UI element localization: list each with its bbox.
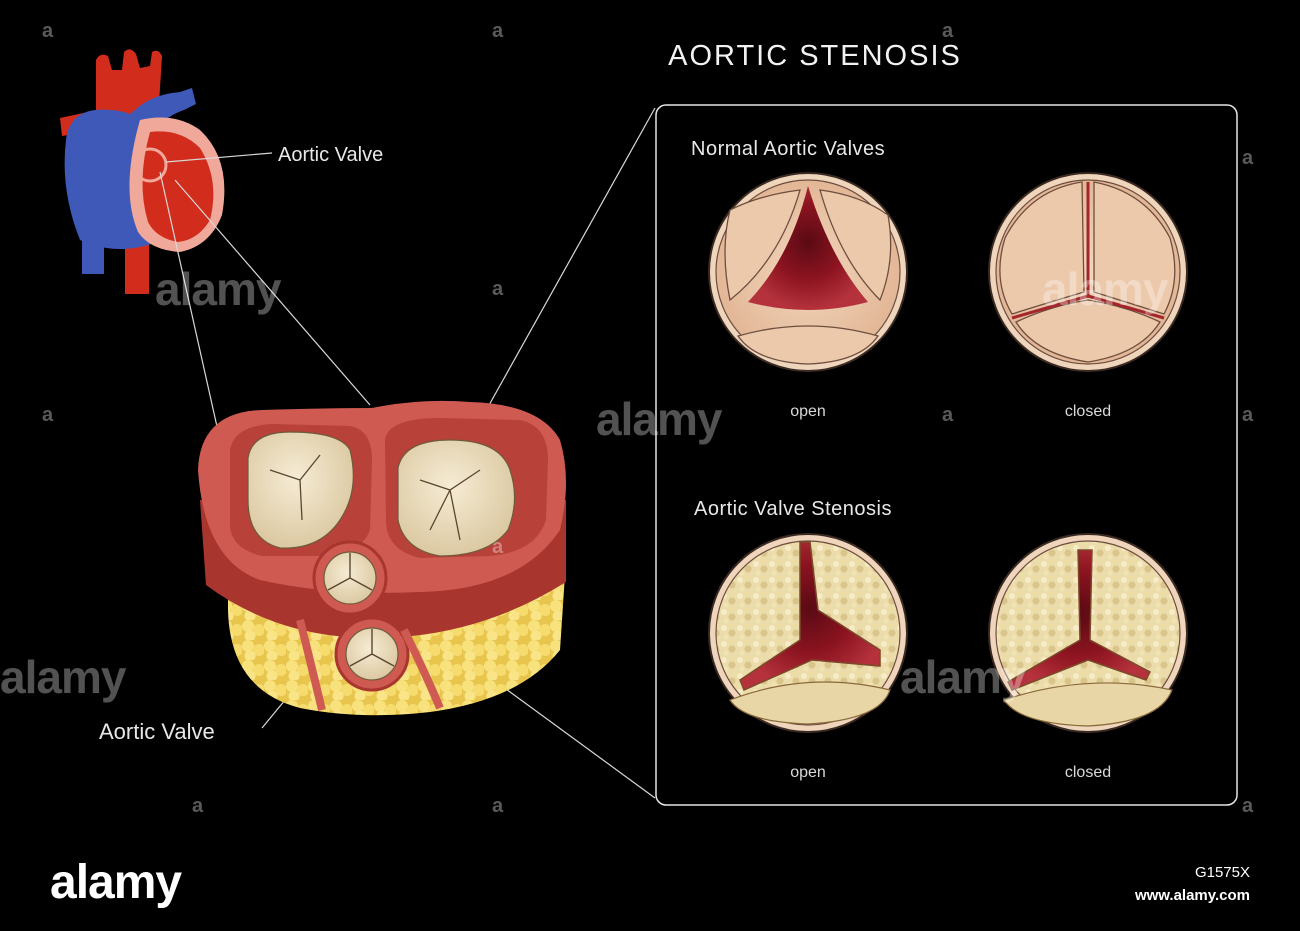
watermark-brand: alamy [596, 393, 722, 445]
watermark-mark: a [492, 795, 504, 817]
watermark-mark: a [1242, 795, 1254, 817]
normal-open-valve [708, 172, 908, 372]
normal-closed-caption: closed [1064, 403, 1112, 420]
normal-closed-coaptation [1011, 182, 1165, 320]
heart-aortic-valve-marker [132, 147, 168, 183]
normal-open-orifice [748, 186, 868, 310]
watermark-mark: a [942, 20, 954, 42]
watermark-brand: alamy [0, 651, 126, 703]
stenosis-open-caption: open [790, 764, 826, 781]
stenosis-closed-caption: closed [1064, 764, 1112, 781]
page-title: AORTIC STENOSIS [668, 40, 962, 72]
normal-closed-valve [988, 172, 1188, 372]
watermark-mark: a [1242, 404, 1254, 426]
watermark-mark: a [942, 404, 954, 426]
cross-section-aortic-valve-label: Aortic Valve [99, 719, 215, 744]
zoom-line-right [174, 179, 371, 406]
heart-diagram [60, 49, 225, 294]
watermark-mark: a [492, 278, 504, 300]
image-code: G1575X [1194, 864, 1250, 881]
watermark-brand: alamy [900, 651, 1026, 703]
watermark-mark: a [492, 536, 504, 558]
right-coronary-artery [400, 628, 444, 710]
stenosis-closed-slit [1007, 549, 1151, 691]
watermark-mark: a [42, 404, 54, 426]
footer-brand-logo: alamy [50, 856, 182, 909]
watermark-mark: a [492, 20, 504, 42]
left-coronary-artery [296, 619, 326, 711]
heart-label-leader [165, 152, 273, 163]
watermark-mark: a [192, 795, 204, 817]
stenosis-valves-heading: Aortic Valve Stenosis [694, 498, 892, 520]
stenosis-closed-valve [988, 533, 1188, 733]
tricuspid-valve [397, 439, 516, 557]
stenosis-open-orifice [739, 541, 881, 691]
watermark-brand: alamy [155, 263, 281, 315]
zoom-line-left [159, 171, 221, 441]
normal-valves-heading: Normal Aortic Valves [691, 138, 886, 160]
watermark-mark: a [42, 20, 54, 42]
normal-open-caption: open [790, 403, 826, 420]
watermark-brand: alamy [1042, 263, 1168, 315]
valve-cross-section [198, 400, 566, 716]
comparison-panel [655, 104, 1238, 806]
panel-zoom-bottom [479, 669, 656, 799]
watermark-mark: a [1242, 147, 1254, 169]
heart-aortic-valve-label: Aortic Valve [278, 144, 384, 166]
stenosis-open-valve [708, 533, 908, 733]
footer-site: www.alamy.com [1134, 887, 1250, 904]
